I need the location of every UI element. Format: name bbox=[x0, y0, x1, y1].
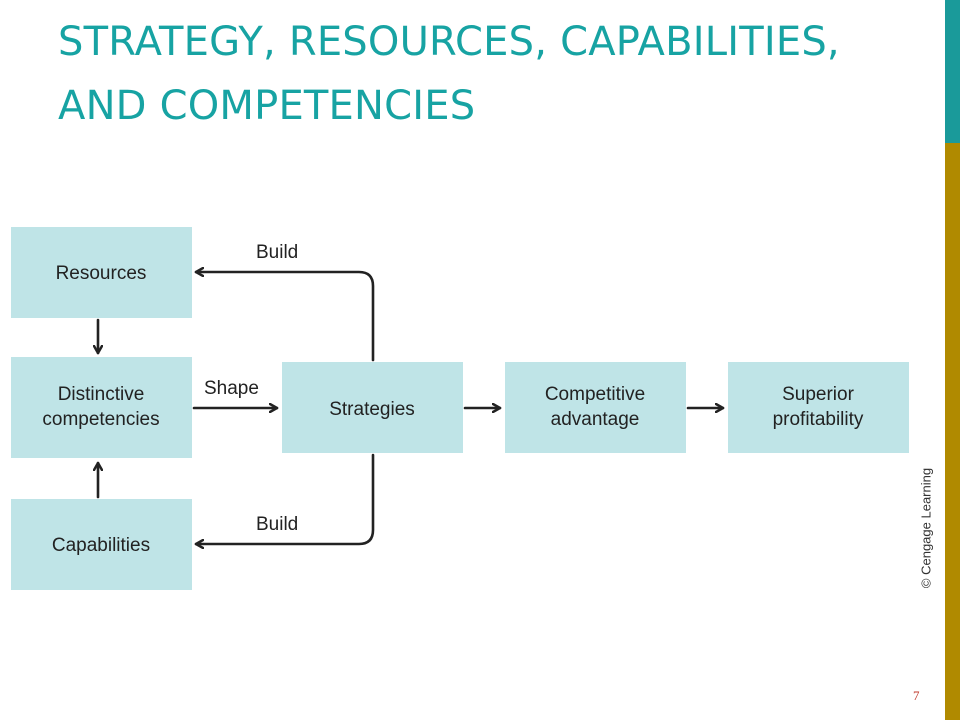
slide-title-line-1: STRATEGY, RESOURCES, CAPABILITIES, bbox=[58, 19, 840, 65]
node-resources-label: Resources bbox=[56, 263, 147, 284]
node-competencies-label-line-1: Distinctive bbox=[58, 384, 145, 405]
node-profitability-label-line-2: profitability bbox=[773, 409, 864, 430]
node-strategies-label: Strategies bbox=[329, 399, 415, 420]
node-competitive-advantage: Competitive advantage bbox=[505, 362, 686, 453]
arrow-strategies-build-resources bbox=[194, 272, 375, 362]
node-profitability-label-line-1: Superior bbox=[782, 384, 854, 405]
edge-label-build-bottom: Build bbox=[256, 514, 298, 535]
edge-label-shape: Shape bbox=[204, 378, 259, 399]
page-number: 7 bbox=[913, 688, 920, 703]
node-advantage-label-line-2: advantage bbox=[551, 409, 640, 430]
node-competencies-label-line-2: competencies bbox=[42, 409, 159, 430]
accent-bar-gold bbox=[945, 143, 960, 720]
node-distinctive-competencies: Distinctive competencies bbox=[11, 357, 192, 458]
node-superior-profitability: Superior profitability bbox=[728, 362, 909, 453]
slide-title: STRATEGY, RESOURCES, CAPABILITIES, AND C… bbox=[58, 10, 918, 138]
copyright-credit: © Cengage Learning bbox=[918, 467, 934, 589]
edge-label-build-top: Build bbox=[256, 242, 298, 263]
arrow-strategies-build-capabilities bbox=[194, 453, 375, 544]
slide-title-line-2: AND COMPETENCIES bbox=[58, 83, 476, 129]
node-capabilities-label: Capabilities bbox=[52, 535, 150, 556]
strategy-flow-diagram: Resources Distinctive competencies Capab… bbox=[11, 227, 909, 590]
node-capabilities: Capabilities bbox=[11, 499, 192, 590]
node-strategies: Strategies bbox=[282, 362, 463, 453]
accent-bar-teal bbox=[945, 0, 960, 143]
node-advantage-label-line-1: Competitive bbox=[545, 384, 645, 405]
node-resources: Resources bbox=[11, 227, 192, 318]
